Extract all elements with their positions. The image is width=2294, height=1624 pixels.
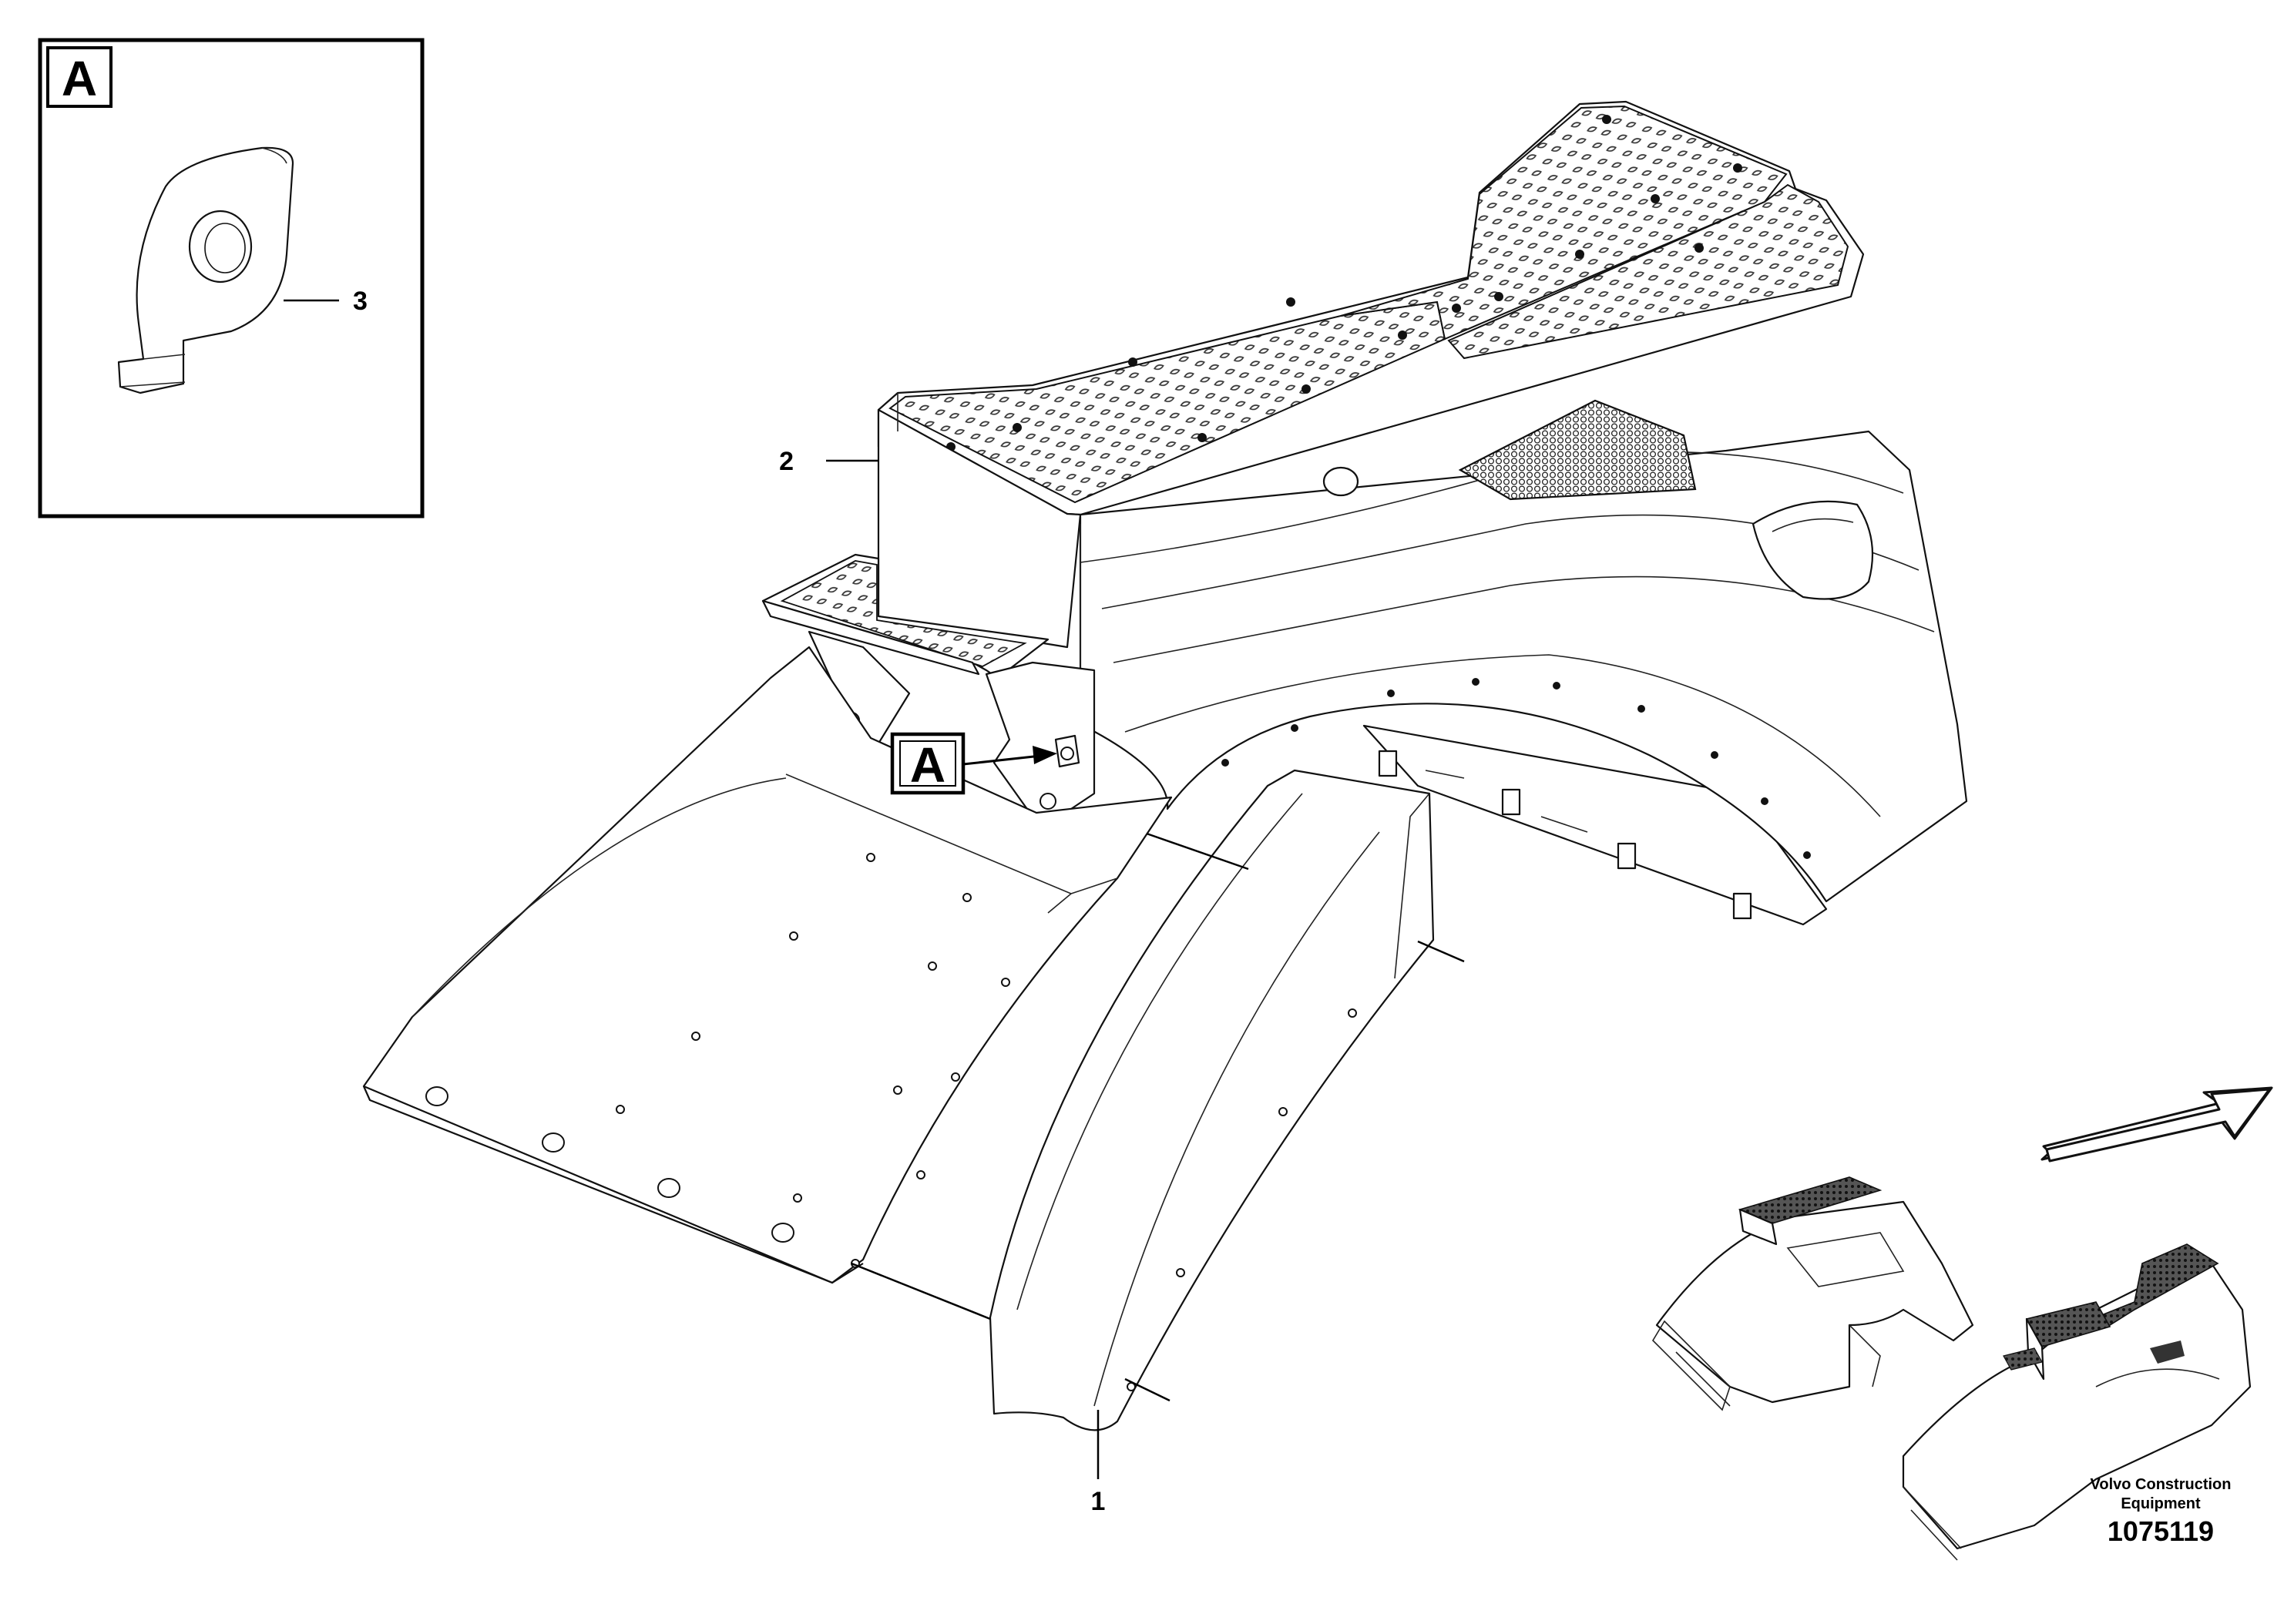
overview-thumbnail-right [1902,1243,2252,1561]
arch-holes [1221,678,1811,859]
direction-arrow-icon [2040,1086,2273,1163]
footer-brand-line1: Volvo Construction [2091,1476,2232,1493]
callout-label: A [910,737,945,793]
bracket-part-3 [117,146,294,394]
label-part-1: 1 [1091,1487,1106,1516]
label-part-2: 2 [779,447,794,476]
detail-a-location [1054,734,1080,768]
mounting-bolts [1378,750,1752,920]
label-part-3: 3 [353,287,368,316]
tread-fasteners [946,115,1742,451]
panel-holes [425,853,1010,1268]
footer-brand-line2: Equipment [2121,1495,2201,1512]
callout-a: A [890,732,1057,795]
overview-thumbnail-left [1651,1176,1974,1411]
detail-inset: A 3 [38,38,425,518]
inset-label: A [62,51,97,106]
mounting-leaders [851,832,1465,1402]
rear-fender-part-2 [761,100,1968,926]
mud-flap-part-1 [989,769,1435,1431]
drawing-number: 1075119 [2108,1515,2214,1547]
mudguard-panel [362,646,1173,1284]
